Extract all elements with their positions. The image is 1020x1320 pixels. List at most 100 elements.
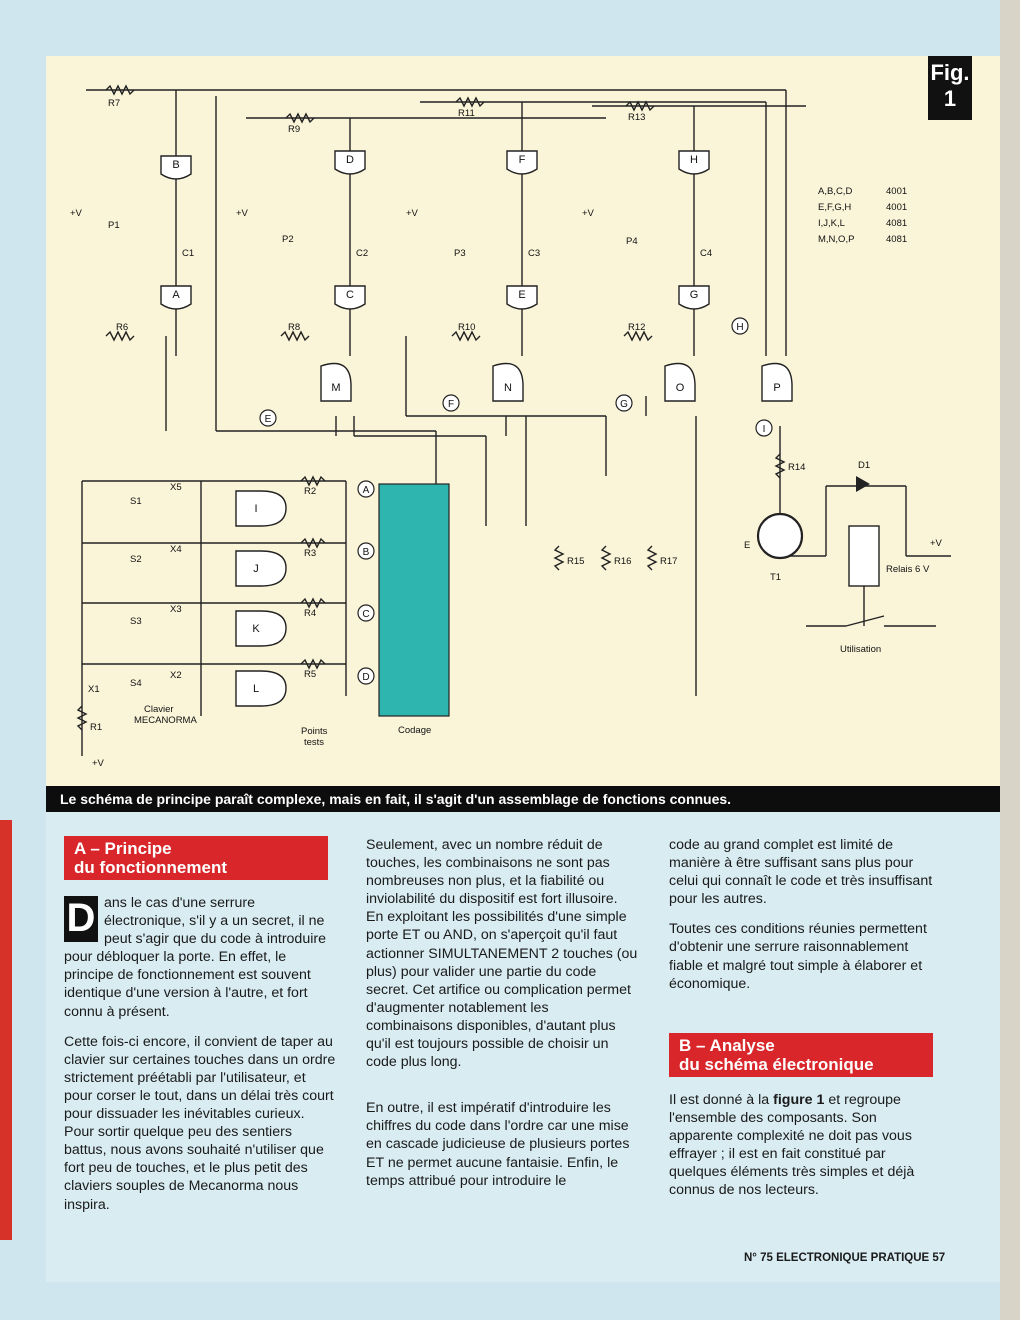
- tp-h-label: H: [736, 322, 743, 333]
- c4-label: C4: [700, 248, 712, 259]
- paragraph-text: ans le cas d'une serrure électronique, s…: [64, 895, 326, 1020]
- r4-label: R4: [304, 608, 316, 619]
- r2-label: R2: [304, 486, 316, 497]
- tp-f-label: F: [448, 399, 454, 410]
- x4-label: X4: [170, 544, 182, 555]
- clavier-label: Clavier: [144, 704, 174, 715]
- paragraph-text: et regroupe l'ensemble des composants. S…: [669, 1091, 915, 1199]
- section-a-heading-line-2: du fonctionnement: [74, 858, 227, 877]
- tp-i-label: I: [763, 424, 766, 435]
- points-label: Points: [301, 726, 328, 737]
- ic-table-row-1-ic: 4001: [886, 186, 907, 197]
- gate-i-label: I: [254, 503, 257, 515]
- gate-f-label: F: [519, 154, 526, 166]
- c3-label: C3: [528, 248, 540, 259]
- plus-v-2: +V: [236, 208, 249, 219]
- figure-caption: Le schéma de principe paraît complexe, m…: [60, 791, 732, 807]
- ic-table-row-2-gates: E,F,G,H: [818, 202, 851, 213]
- r7-label: R7: [108, 98, 120, 109]
- t1-label: T1: [770, 572, 781, 583]
- tp-e-label: E: [265, 414, 272, 425]
- paragraph: code au grand complet est limité de mani…: [669, 837, 933, 908]
- p4-label: P4: [626, 236, 638, 247]
- plus-v-4: +V: [582, 208, 595, 219]
- section-b-heading: B – Analyse du schéma électronique: [669, 1032, 933, 1077]
- gate-n-label: N: [504, 382, 512, 394]
- paragraph: En outre, il est impératif d'introduire …: [366, 1100, 630, 1189]
- relais-label: Relais 6 V: [886, 564, 930, 575]
- ic-table-row-2-ic: 4001: [886, 202, 907, 213]
- r3-label: R3: [304, 548, 316, 559]
- page-bottom-margin: [46, 1282, 1000, 1320]
- figure-badge: Fig. 1: [928, 56, 972, 120]
- tp-d-label: D: [362, 672, 369, 683]
- gate-b-label: B: [172, 159, 179, 171]
- r6-label: R6: [116, 322, 128, 333]
- r17-label: R17: [660, 556, 677, 567]
- r11-label: R11: [458, 108, 475, 119]
- x5-label: X5: [170, 482, 182, 493]
- ic-table-row-3-ic: 4081: [886, 218, 907, 229]
- gate-h-label: H: [690, 154, 698, 166]
- tp-a-label: A: [363, 485, 370, 496]
- r8-label: R8: [288, 322, 300, 333]
- emitter-label: E: [744, 540, 750, 551]
- paragraph: Toutes ces conditions réunies permettent…: [669, 921, 927, 992]
- section-b-heading-line-1: B – Analyse: [679, 1035, 775, 1055]
- mecanorma-label: MECANORMA: [134, 715, 197, 726]
- page-binding-edge: [1000, 0, 1020, 1320]
- utilisation-label: Utilisation: [840, 644, 881, 655]
- x2-label: X2: [170, 670, 182, 681]
- schematic-figure: A B C D E F G H I B D F H A C E G M N O …: [46, 56, 1000, 786]
- gate-a-label: A: [172, 289, 180, 301]
- text-column-2: Seulement, avec un nombre réduit de touc…: [366, 836, 638, 1202]
- plus-v-3: +V: [406, 208, 419, 219]
- s4-label: S4: [130, 678, 142, 689]
- paragraph: Il est donné à la figure 1 et regroupe l…: [669, 1091, 941, 1200]
- codage-label: Codage: [398, 725, 431, 736]
- r5-label: R5: [304, 669, 316, 680]
- ic-table-row-4-ic: 4081: [886, 234, 907, 245]
- codage-block: [378, 483, 450, 717]
- r15-label: R15: [567, 556, 584, 567]
- x1-label: X1: [88, 684, 100, 695]
- r14-label: R14: [788, 462, 805, 473]
- plus-v-5: +V: [92, 758, 105, 769]
- gate-d-label: D: [346, 154, 354, 166]
- p2-label: P2: [282, 234, 294, 245]
- plus-v-1: +V: [70, 208, 83, 219]
- plus-v-6: +V: [930, 538, 943, 549]
- ic-table-row-1-gates: A,B,C,D: [818, 186, 852, 197]
- tp-g-label: G: [620, 399, 628, 410]
- gate-c-label: C: [346, 289, 354, 301]
- c2-label: C2: [356, 248, 368, 259]
- gate-l-label: L: [253, 683, 259, 695]
- page-left-red-strip: [0, 820, 12, 1240]
- tp-c-label: C: [362, 609, 369, 620]
- r13-label: R13: [628, 112, 645, 123]
- gate-m-label: M: [331, 382, 340, 394]
- section-b-heading-line-2: du schéma électronique: [679, 1054, 874, 1074]
- ic-table-row-4-gates: M,N,O,P: [818, 234, 854, 245]
- r10-label: R10: [458, 322, 475, 333]
- paragraph-text: Il est donné à la: [669, 1091, 774, 1108]
- r9-label: R9: [288, 124, 300, 135]
- tp-b-label: B: [363, 547, 370, 558]
- gate-o-label: O: [676, 382, 685, 394]
- p3-label: P3: [454, 248, 466, 259]
- paragraph: Cette fois-ci encore, il convient de tap…: [64, 1033, 336, 1213]
- page-footer: N° 75 ELECTRONIQUE PRATIQUE 57: [744, 1252, 946, 1264]
- figure-reference: figure 1: [773, 1091, 825, 1108]
- gate-e-label: E: [518, 289, 525, 301]
- page-top-margin: [46, 0, 1000, 56]
- drop-cap: D: [64, 896, 98, 942]
- gate-p-label: P: [773, 382, 780, 394]
- d1-label: D1: [858, 460, 870, 471]
- paragraph: Seulement, avec un nombre réduit de touc…: [366, 837, 638, 1071]
- ic-table-row-3-gates: I,J,K,L: [818, 218, 845, 229]
- gate-g-label: G: [690, 289, 699, 301]
- c1-label: C1: [182, 248, 194, 259]
- section-a-heading-line-1: A – Principe: [74, 839, 172, 858]
